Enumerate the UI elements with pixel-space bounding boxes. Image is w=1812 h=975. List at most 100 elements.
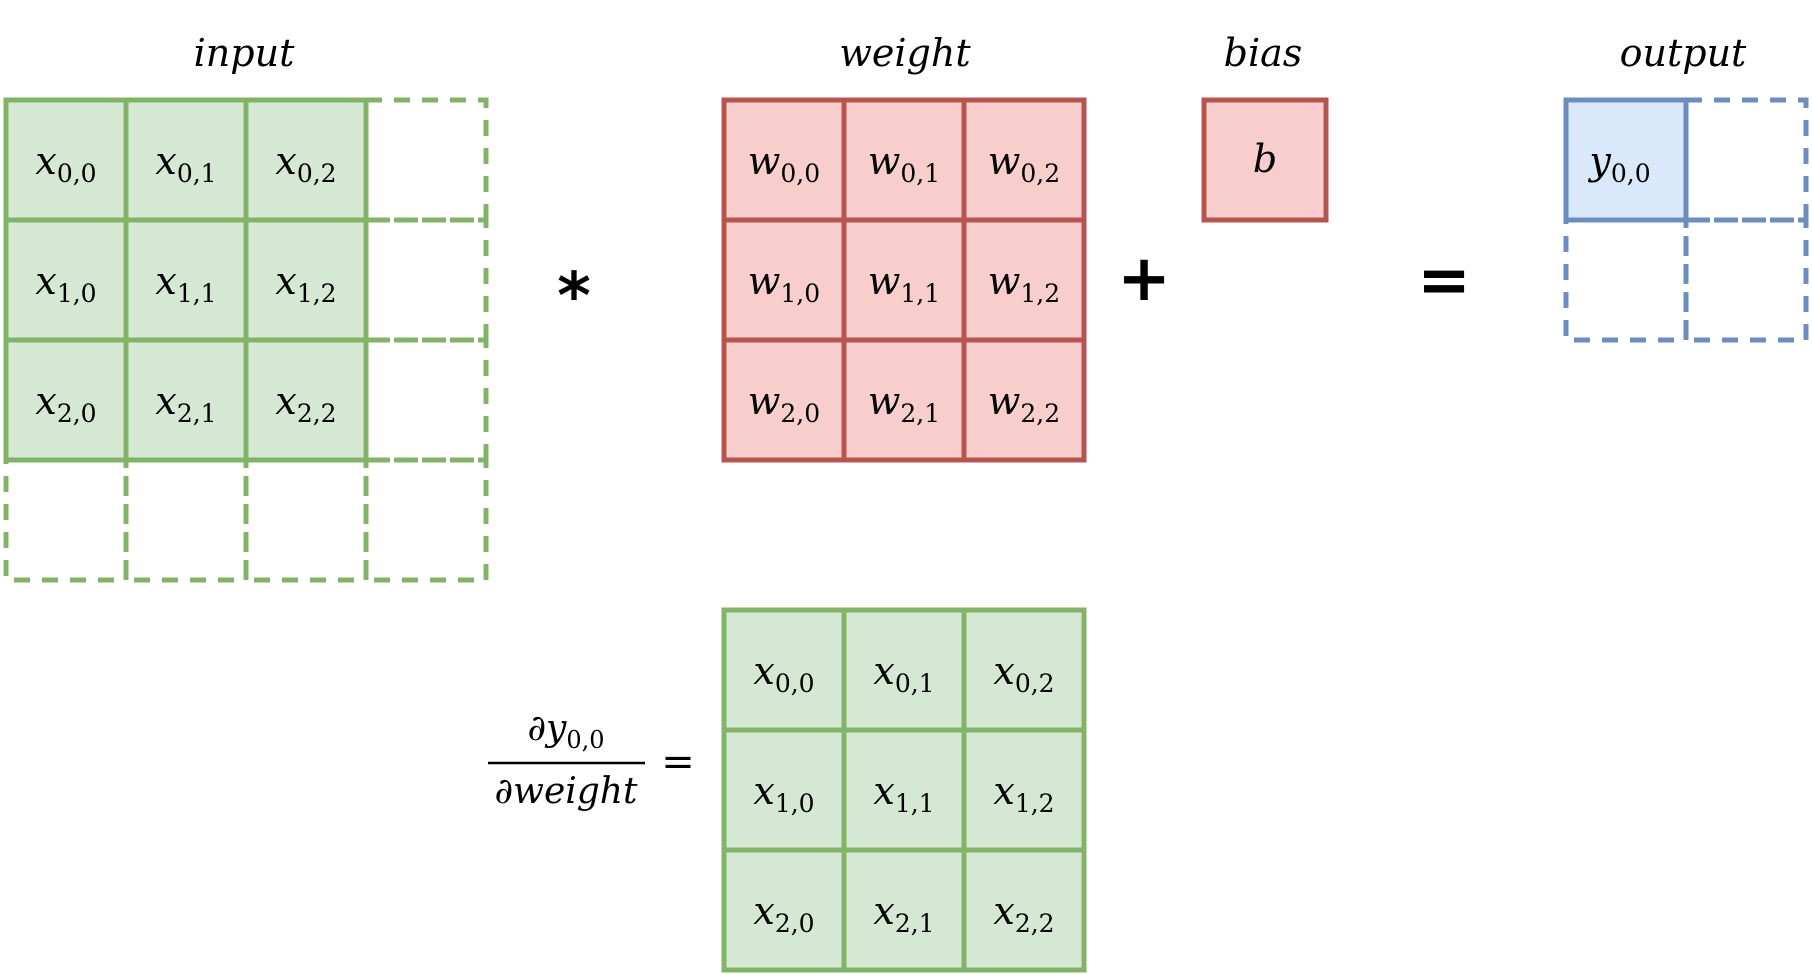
weight-cell-subscript: 1,2 [1020,279,1060,308]
input-cell-0-0: x0,0 [3,97,129,223]
gradient-cell-subscript: 1,1 [895,789,935,818]
input-cell-symbol: x [35,139,56,183]
weight-cell-label: w0,2 [988,139,1060,188]
weight-cell-label: w1,0 [748,259,820,308]
weight-cell-subscript: 2,0 [780,399,820,428]
output-symbol: y [1587,139,1611,183]
gradient-cell-label: x0,1 [873,649,934,698]
gradient-cell-symbol: x [753,889,774,933]
bias-box [1201,97,1329,223]
input-cell-label: x1,2 [275,259,336,308]
weight-cell-symbol: w [988,379,1021,423]
fraction-numerator: ∂y0,0 [527,708,604,754]
weight-cell-box [721,337,847,463]
gradient-cell-box [721,847,847,973]
weight-cell-box [961,337,1087,463]
weight-cell-box [841,337,967,463]
gradient-cell-subscript: 0,1 [895,669,935,698]
input-cell-label: x2,0 [35,379,96,428]
weight-cell-label: w1,2 [988,259,1060,308]
input-cell-1-2: x1,2 [243,217,369,343]
input-cell-subscript: 0,2 [297,159,337,188]
padding-cell [363,97,489,223]
weight-cell-symbol: w [868,139,901,183]
weight-cell-0-2: w0,2 [961,97,1087,223]
weight-cell-1-0: w1,0 [721,217,847,343]
weight-cell-symbol: w [988,259,1021,303]
padding-cell [243,457,369,583]
gradient-cell-box [721,607,847,733]
gradient-cell-label: x2,2 [993,889,1054,938]
bias-cell: b [1201,97,1329,223]
input-cell-2-1: x2,1 [123,337,249,463]
gradient-cell-symbol: x [993,769,1014,813]
input-cell-label: x1,0 [35,259,96,308]
weight-cell-subscript: 2,1 [900,399,940,428]
gradient-cell-label: x0,0 [753,649,814,698]
weight-cell-label: w0,1 [868,139,940,188]
padding-cell [363,217,489,343]
weight-cell-box [961,97,1087,223]
gradient-cell-box [721,727,847,853]
gradient-cell-symbol: x [753,649,774,693]
weight-cell-subscript: 1,0 [780,279,820,308]
weight-cell-subscript: 0,1 [900,159,940,188]
gradient-cell-symbol: x [873,889,894,933]
weight-cell-label: w1,1 [868,259,940,308]
input-cell-symbol: x [275,139,296,183]
input-cell-subscript: 0,0 [57,159,97,188]
input-cell-box [3,217,129,343]
gradient-cell-subscript: 1,2 [1015,789,1055,818]
weight-cell-symbol: w [988,139,1021,183]
input-cell-box [123,217,249,343]
padding-cell [123,457,249,583]
gradient-cell-box [961,727,1087,853]
gradient-cell-2-1: x2,1 [841,847,967,973]
gradient-cell-label: x1,2 [993,769,1054,818]
gradient-cell-symbol: x [993,889,1014,933]
input-cell-symbol: x [155,139,176,183]
input-cell-subscript: 2,0 [57,399,97,428]
input-cell-subscript: 1,2 [297,279,337,308]
weight-cell-2-0: w2,0 [721,337,847,463]
gradient-cell-box [961,607,1087,733]
gradient-cell-0-2: x0,2 [961,607,1087,733]
weight-cell-label: w2,1 [868,379,940,428]
weight-cell-2-2: w2,2 [961,337,1087,463]
input-cell-symbol: x [155,259,176,303]
weight-cell-symbol: w [868,259,901,303]
weight-cell-0-1: w0,1 [841,97,967,223]
input-cell-symbol: x [275,379,296,423]
weight-cell-subscript: 2,2 [1020,399,1060,428]
weight-cell-label: w2,2 [988,379,1060,428]
input-cell-label: x0,0 [35,139,96,188]
gradient-cell-label: x0,2 [993,649,1054,698]
weight-cell-box [961,217,1087,343]
input-cell-2-0: x2,0 [3,337,129,463]
weight-cell-subscript: 0,0 [780,159,820,188]
weight-cell-symbol: w [748,259,781,303]
gradient-cell-subscript: 2,0 [775,909,815,938]
gradient-cell-symbol: x [753,769,774,813]
input-cell-symbol: x [35,379,56,423]
gradient-cell-1-0: x1,0 [721,727,847,853]
gradient-cell-2-0: x2,0 [721,847,847,973]
input-cell-box [3,337,129,463]
equals-operator: = [1417,244,1471,318]
input-title: input [194,31,295,75]
weight-cell-symbol: w [748,139,781,183]
input-cell-label: x0,1 [155,139,216,188]
weight-cell-1-1: w1,1 [841,217,967,343]
output-subscript: 0,0 [1611,159,1651,188]
gradient-cell-label: x1,1 [873,769,934,818]
numerator-symbol: ∂y [527,708,567,749]
input-cell-label: x2,1 [155,379,216,428]
fraction-denominator: ∂weight [495,771,638,812]
gradient-cell-0-1: x0,1 [841,607,967,733]
convolution-operator: * [557,260,590,334]
padding-cell [363,337,489,463]
gradient-cell-subscript: 0,0 [775,669,815,698]
